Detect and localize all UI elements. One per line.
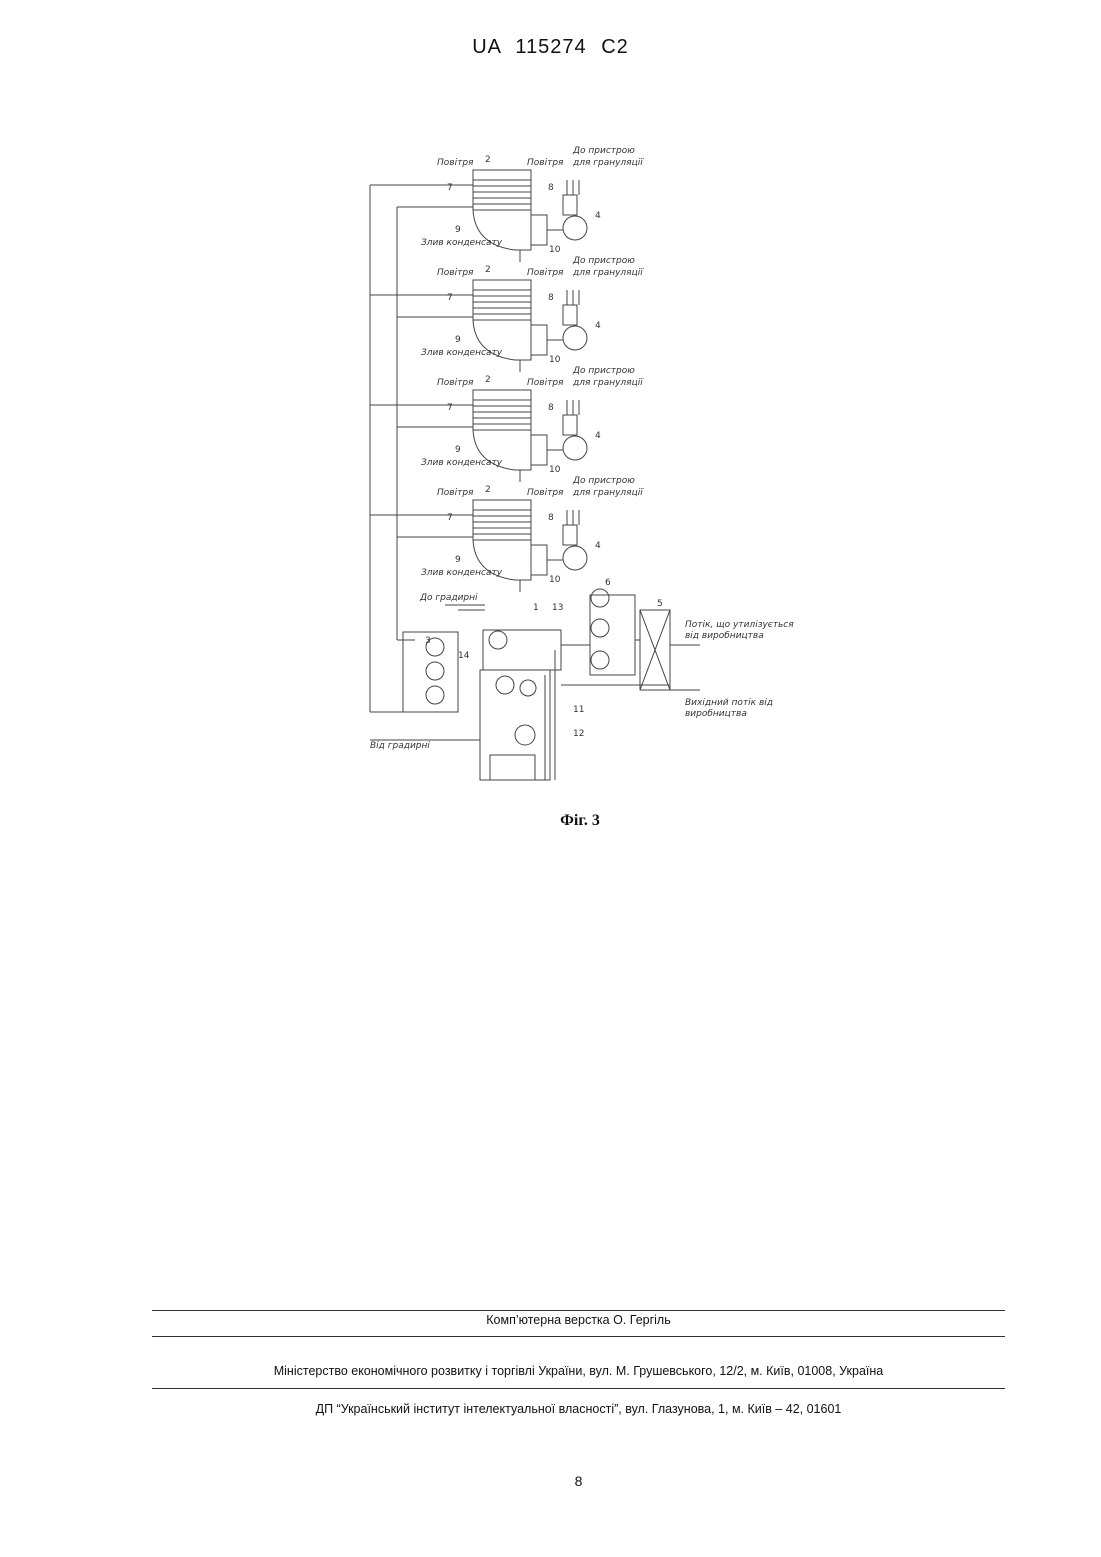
figure-caption: Фіг. 3 [0, 812, 1101, 830]
label-utilized-stream-1: Потік, що утилізується [685, 620, 794, 630]
ref-7: 7 [447, 293, 453, 303]
ministry-address: Міністерство економічного розвитку і тор… [152, 1364, 1005, 1378]
filter-10 [531, 215, 547, 245]
label-to-granulation-2: для грануляції [572, 378, 644, 388]
pump-6-b [591, 619, 609, 637]
label-to-granulation-1: До пристрою [572, 146, 635, 156]
label-utilized-stream-2: від виробництва [685, 631, 764, 641]
ref-1: 1 [533, 603, 539, 613]
label-output-stream-1: Вихідний потік від [685, 698, 773, 708]
ref-10: 10 [549, 245, 561, 255]
label-air-left: Повітря [437, 378, 474, 388]
ref-7: 7 [447, 513, 453, 523]
label-condensate-drain: Злив конденсату [421, 458, 503, 468]
label-to-granulation-2: для грануляції [572, 158, 644, 168]
ref-9: 9 [455, 555, 461, 565]
unit-11 [496, 676, 514, 694]
ref-2: 2 [485, 375, 491, 385]
label-from-cooling-tower: Від градирні [370, 741, 430, 751]
ref-10: 10 [549, 465, 561, 475]
label-to-granulation-2: для грануляції [572, 268, 644, 278]
process-schematic: ПовітряПовітряДо пристроюдля грануляціїЗ… [355, 140, 815, 800]
ref-10: 10 [549, 355, 561, 365]
label-to-granulation-2: для грануляції [572, 488, 644, 498]
label-to-granulation-1: До пристрою [572, 476, 635, 486]
label-air-right: Повітря [527, 378, 564, 388]
filter-10 [531, 545, 547, 575]
ref-3: 3 [425, 636, 431, 646]
patent-number: UA 115274 C2 [0, 36, 1101, 59]
layout-credit: Комп’ютерна верстка О. Гергіль [152, 1313, 1005, 1327]
filter-10 [531, 325, 547, 355]
page-number: 8 [0, 1473, 1101, 1489]
label-condensate-drain: Злив конденсату [421, 348, 503, 358]
filter-10 [531, 435, 547, 465]
pump-3-b [426, 662, 444, 680]
label-air-left: Повітря [437, 488, 474, 498]
label-air-right: Повітря [527, 158, 564, 168]
label-to-granulation-1: До пристрою [572, 366, 635, 376]
footer-rule-bottom [152, 1388, 1005, 1389]
ref-7: 7 [447, 403, 453, 413]
ref-8: 8 [548, 403, 554, 413]
ref-9: 9 [455, 225, 461, 235]
ref-12: 12 [573, 729, 584, 739]
absorber-13 [483, 630, 561, 670]
label-air-left: Повітря [437, 158, 474, 168]
footer-rule-top [152, 1310, 1005, 1311]
ref-9: 9 [455, 445, 461, 455]
label-air-right: Повітря [527, 488, 564, 498]
label-to-cooling-tower: До градирні [419, 593, 478, 603]
ref-11: 11 [573, 705, 584, 715]
ref-6: 6 [605, 578, 611, 588]
fan-4 [563, 216, 587, 240]
label-output-stream-2: виробництва [685, 709, 747, 719]
fan-4 [563, 326, 587, 350]
fan-4 [563, 436, 587, 460]
institute-address: ДП “Український інститут інтелектуальної… [152, 1402, 1005, 1416]
ref-13: 13 [552, 603, 563, 613]
label-condensate-drain: Злив конденсату [421, 568, 503, 578]
ref-5: 5 [657, 599, 663, 609]
label-air-right: Повітря [527, 268, 564, 278]
ref-8: 8 [548, 183, 554, 193]
label-condensate-drain: Злив конденсату [421, 238, 503, 248]
fan-4 [563, 546, 587, 570]
ref-7: 7 [447, 183, 453, 193]
ref-9: 9 [455, 335, 461, 345]
ref-8: 8 [548, 513, 554, 523]
label-air-left: Повітря [437, 268, 474, 278]
ref-4: 4 [595, 431, 601, 441]
ref-10: 10 [549, 575, 561, 585]
ref-2: 2 [485, 265, 491, 275]
ref-4: 4 [595, 541, 601, 551]
footer-rule-middle [152, 1336, 1005, 1337]
pump-6-a [591, 589, 609, 607]
ref-2: 2 [485, 485, 491, 495]
figure-3-diagram: ПовітряПовітряДо пристроюдля грануляціїЗ… [355, 140, 815, 800]
ref-2: 2 [485, 155, 491, 165]
ref-4: 4 [595, 321, 601, 331]
pump-3-c [426, 686, 444, 704]
ref-4: 4 [595, 211, 601, 221]
ref-14: 14 [458, 651, 470, 661]
ref-8: 8 [548, 293, 554, 303]
pump-6-c [591, 651, 609, 669]
pump-group-6 [590, 595, 635, 675]
label-to-granulation-1: До пристрою [572, 256, 635, 266]
